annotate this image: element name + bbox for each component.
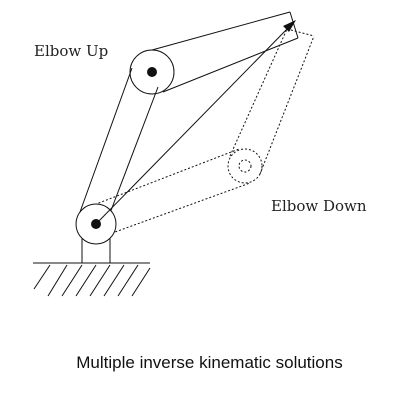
elbow-up-configuration [79, 11, 299, 222]
elbow-up-upper-link-left [79, 67, 133, 213]
elbow-up-forearm-tip [289, 11, 299, 39]
elbow-up-upper-link-right [106, 86, 159, 222]
elbow-up-forearm-bottom [162, 37, 299, 93]
elbow-down-label: Elbow Down [271, 197, 367, 215]
elbow-up-label: Elbow Up [34, 42, 108, 60]
elbow-down-joint-inner [238, 159, 252, 173]
elbow-down-forearm-left [229, 28, 288, 157]
shoulder-joint-center [91, 219, 101, 229]
caption: Multiple inverse kinematic solutions [76, 353, 343, 372]
base-pedestal [81, 235, 111, 263]
elbow-up-forearm-top [151, 11, 291, 51]
elbow-down-configuration [90, 28, 315, 237]
elbow-down-upper-link-top [90, 148, 240, 207]
reach-vector-arrow [95, 20, 296, 225]
elbow-up-joint-center [147, 67, 157, 77]
elbow-down-forearm-right [259, 35, 315, 175]
elbow-down-forearm-tip [286, 28, 315, 37]
elbow-down-upper-link-bottom [103, 182, 251, 237]
elbow-down-joint [227, 148, 263, 184]
ground-hatching [33, 262, 151, 297]
